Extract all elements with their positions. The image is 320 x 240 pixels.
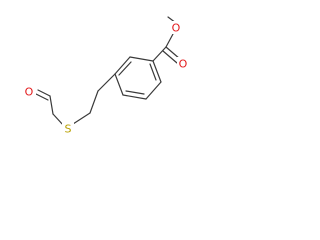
bond-aldehyde-double-2 — [35, 93, 49, 101]
ring-bond-3 — [114, 73, 124, 96]
bond-aldehyde-double-1 — [37, 89, 51, 97]
ring-inner-bond-1 — [118, 61, 132, 76]
bond-ring-ch2 — [97, 73, 116, 92]
bond-carbonyl-double-2 — [162, 50, 178, 64]
atom-aldehyde-oxygen: O — [23, 85, 36, 99]
bond-ch2-ch2 — [89, 90, 99, 114]
chemical-structure-diagram: O O O S — [23, 16, 189, 136]
bond-ester-o-carbonyl-c — [165, 33, 174, 48]
ring-inner-bond-2 — [125, 90, 145, 95]
atom-carbonyl-oxygen: O — [177, 57, 189, 71]
ring-inner-bond-3 — [149, 63, 157, 81]
atom-label-carbonyl-oxygen: O — [179, 58, 188, 71]
bond-ch2-s — [72, 112, 91, 125]
atom-label-ester-oxygen: O — [172, 22, 181, 35]
atom-label-aldehyde-oxygen: O — [25, 86, 34, 99]
atom-label-sulfur: S — [65, 123, 72, 136]
atom-ester-oxygen: O — [170, 21, 182, 35]
ring-bond-6 — [152, 60, 162, 83]
ring-bond-1 — [129, 56, 154, 62]
ring-bond-4 — [122, 94, 147, 100]
atom-sulfur: S — [62, 122, 74, 136]
bond-carbonyl-ring — [152, 46, 167, 62]
ring-bond-2 — [114, 56, 131, 75]
ring-bond-5 — [145, 81, 162, 100]
bond-ch2-cho — [49, 95, 54, 115]
